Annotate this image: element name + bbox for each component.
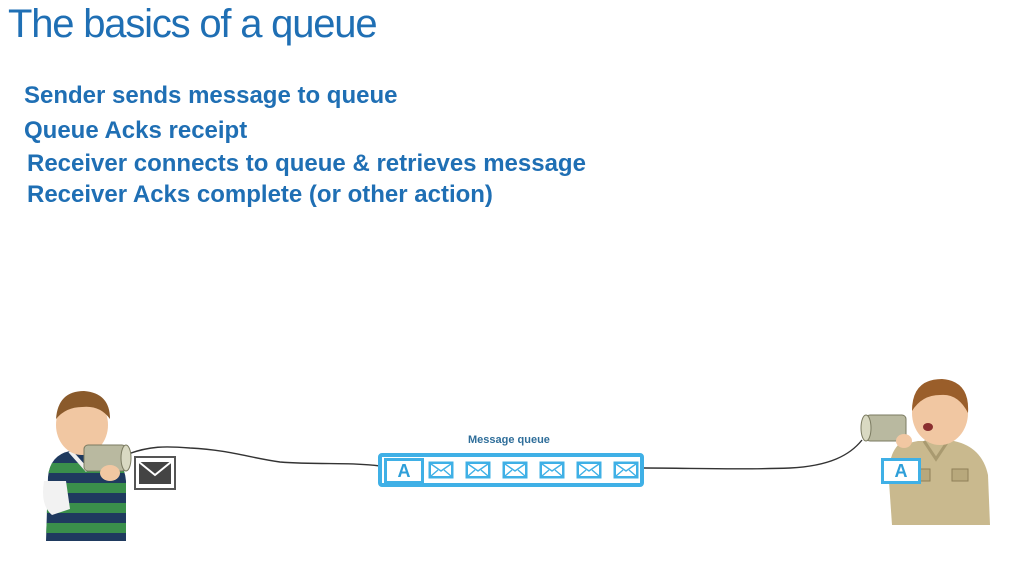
queue-message-envelope-icon bbox=[428, 461, 454, 479]
bullet-receiver-acks: Receiver Acks complete (or other action) bbox=[27, 181, 493, 208]
sender-child-icon bbox=[43, 391, 132, 541]
queue-message-envelope-icon bbox=[539, 461, 565, 479]
page-title: The basics of a queue bbox=[8, 2, 378, 46]
receiver-ack-letter: A bbox=[894, 460, 908, 481]
message-envelope-icon bbox=[134, 456, 176, 490]
receiver-child-icon bbox=[860, 379, 990, 525]
queue-message-envelope-icon bbox=[465, 461, 491, 479]
queue-message-envelope-icon bbox=[502, 461, 528, 479]
queue-message-envelope-icon bbox=[576, 461, 602, 479]
bullet-sender-sends: Sender sends message to queue bbox=[24, 82, 398, 109]
queue-ack-letter: A bbox=[397, 460, 411, 481]
bullet-receiver-retrieves: Receiver connects to queue & retrieves m… bbox=[27, 150, 586, 177]
queue-label: Message queue bbox=[468, 434, 550, 446]
queue-ack-icon: A bbox=[384, 458, 424, 484]
receiver-ack-icon: A bbox=[881, 458, 921, 484]
bullet-queue-acks: Queue Acks receipt bbox=[24, 117, 248, 144]
queue-message-envelope-icon bbox=[613, 461, 639, 479]
